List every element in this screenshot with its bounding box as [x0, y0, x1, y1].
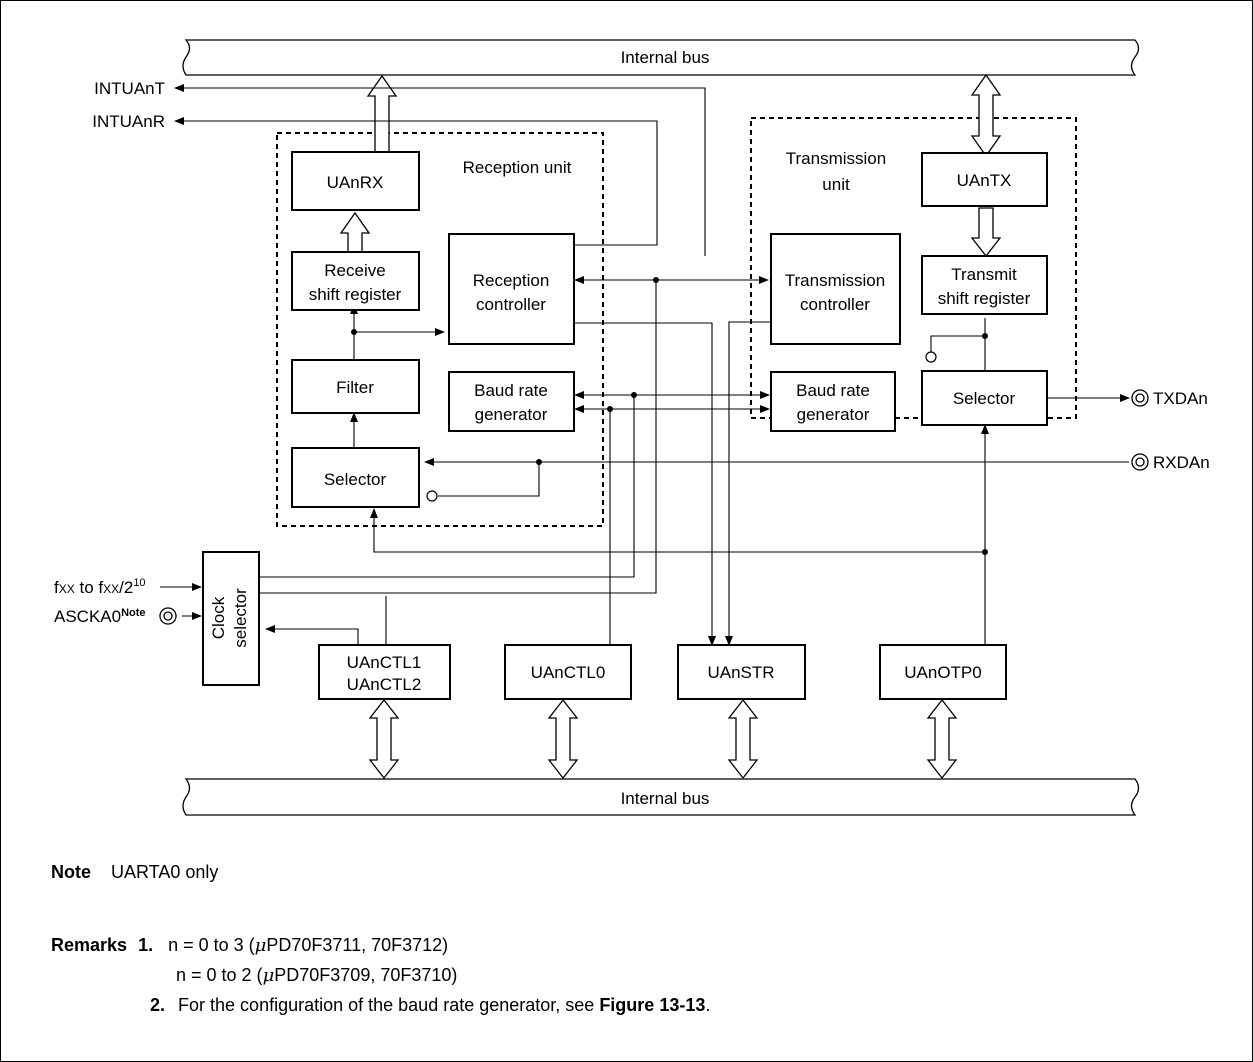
uanctl1-label: UAnCTL1 — [347, 653, 422, 672]
reception-unit-boundary — [276, 132, 604, 527]
receive-shift-label-2: shift register — [309, 285, 402, 304]
fxx-label: fXX to fXX/210 — [54, 577, 146, 597]
tx-baud-label-1: Baud rate — [796, 381, 870, 400]
rx-to-bus-arrow — [366, 74, 398, 153]
internal-bus-top: Internal bus — [182, 39, 1140, 76]
rx-baud-label-2: generator — [475, 405, 548, 424]
txdan-pin — [1131, 389, 1149, 407]
transmit-shift-label-1: Transmit — [951, 265, 1017, 284]
rx-baud-block — [448, 371, 575, 432]
wire-baud-clock — [259, 395, 635, 578]
internal-bus-bottom: Internal bus — [182, 778, 1140, 816]
receive-shift-label-1: Receive — [324, 261, 385, 280]
ascka0-pin — [159, 607, 177, 625]
transmit-shift-block — [921, 255, 1048, 315]
uanctl2-label: UAnCTL2 — [347, 675, 422, 694]
reception-controller-label-1: Reception — [473, 271, 550, 290]
str-bus-arrow — [727, 698, 759, 780]
otp0-bus-arrow — [926, 698, 958, 780]
uanrx-label: UAnRX — [327, 173, 384, 192]
rx-selector-block — [291, 447, 420, 508]
uanctl0-block — [504, 644, 632, 700]
wire-rxdan-inverted — [438, 462, 540, 497]
filter-label: Filter — [336, 378, 374, 397]
intuant-label: INTUAnT — [94, 79, 165, 98]
clock-selector-label-1: Clock — [209, 596, 228, 639]
transmission-controller-label-1: Transmission — [785, 271, 885, 290]
tx-selector-inversion — [925, 351, 937, 363]
tx-selector-label: Selector — [953, 389, 1016, 408]
uanctl12-block — [318, 644, 451, 700]
tx-baud-label-2: generator — [797, 405, 870, 424]
wire-tx-ctrl-to-str — [725, 321, 771, 646]
wire-otp0-to-rx-selector — [370, 508, 985, 553]
signal-wires — [160, 84, 1130, 646]
transmission-unit-label-2: unit — [822, 175, 850, 194]
rx-selector-inversion — [426, 490, 438, 502]
clock-selector-block — [202, 551, 260, 686]
rx-baud-label-1: Baud rate — [474, 381, 548, 400]
txdan-label: TXDAn — [1153, 389, 1208, 408]
transmission-controller-label-2: controller — [800, 295, 870, 314]
junction-dots — [351, 277, 988, 555]
ctl0-bus-arrow — [547, 698, 579, 780]
wire-intuanr — [174, 117, 658, 246]
receive-shift-block — [291, 251, 420, 311]
uanstr-label: UAnSTR — [707, 663, 774, 682]
ctl12-bus-arrow — [368, 698, 400, 780]
rxdan-pin — [1131, 453, 1149, 471]
ascka0-label: ASCKA0Note — [54, 607, 146, 626]
wire-clock-ctl — [259, 280, 657, 594]
transmission-controller-block — [770, 233, 901, 345]
wire-intuant — [174, 84, 706, 256]
intuanr-label: INTUAnR — [92, 112, 165, 131]
reception-controller-label-2: controller — [476, 295, 546, 314]
uanstr-block — [677, 644, 806, 700]
tx-bus-double-arrow — [970, 73, 1002, 158]
wire-selector-inverted — [930, 335, 985, 352]
pins — [159, 389, 1149, 625]
uanotp0-block — [879, 644, 1007, 700]
transmission-unit-boundary — [750, 117, 1077, 419]
internal-bus-top-label: Internal bus — [621, 48, 710, 67]
uanrx-block — [291, 151, 420, 211]
transmission-unit-label-1: Transmission — [786, 149, 886, 168]
reception-controller-block — [448, 233, 575, 345]
uantx-block — [921, 152, 1048, 207]
shift-to-rx-arrow — [339, 211, 371, 253]
rxdan-label: RXDAn — [1153, 453, 1210, 472]
tx-selector-block — [921, 370, 1048, 426]
uantx-label: UAnTX — [957, 171, 1012, 190]
tx-to-shift-arrow — [970, 207, 1002, 258]
internal-bus-bottom-label: Internal bus — [621, 789, 710, 808]
clock-selector-label-2: selector — [231, 588, 250, 648]
rx-selector-label: Selector — [324, 470, 387, 489]
tx-baud-block — [770, 371, 896, 432]
blocks — [202, 151, 1048, 700]
filter-block — [291, 359, 420, 414]
transmit-shift-label-2: shift register — [938, 289, 1031, 308]
wire-rx-ctrl-to-str — [575, 322, 716, 646]
reception-unit-label: Reception unit — [463, 158, 572, 177]
wire-ctl12-to-clock — [265, 625, 359, 645]
uanctl0-label: UAnCTL0 — [531, 663, 606, 682]
uanotp0-label: UAnOTP0 — [904, 663, 981, 682]
